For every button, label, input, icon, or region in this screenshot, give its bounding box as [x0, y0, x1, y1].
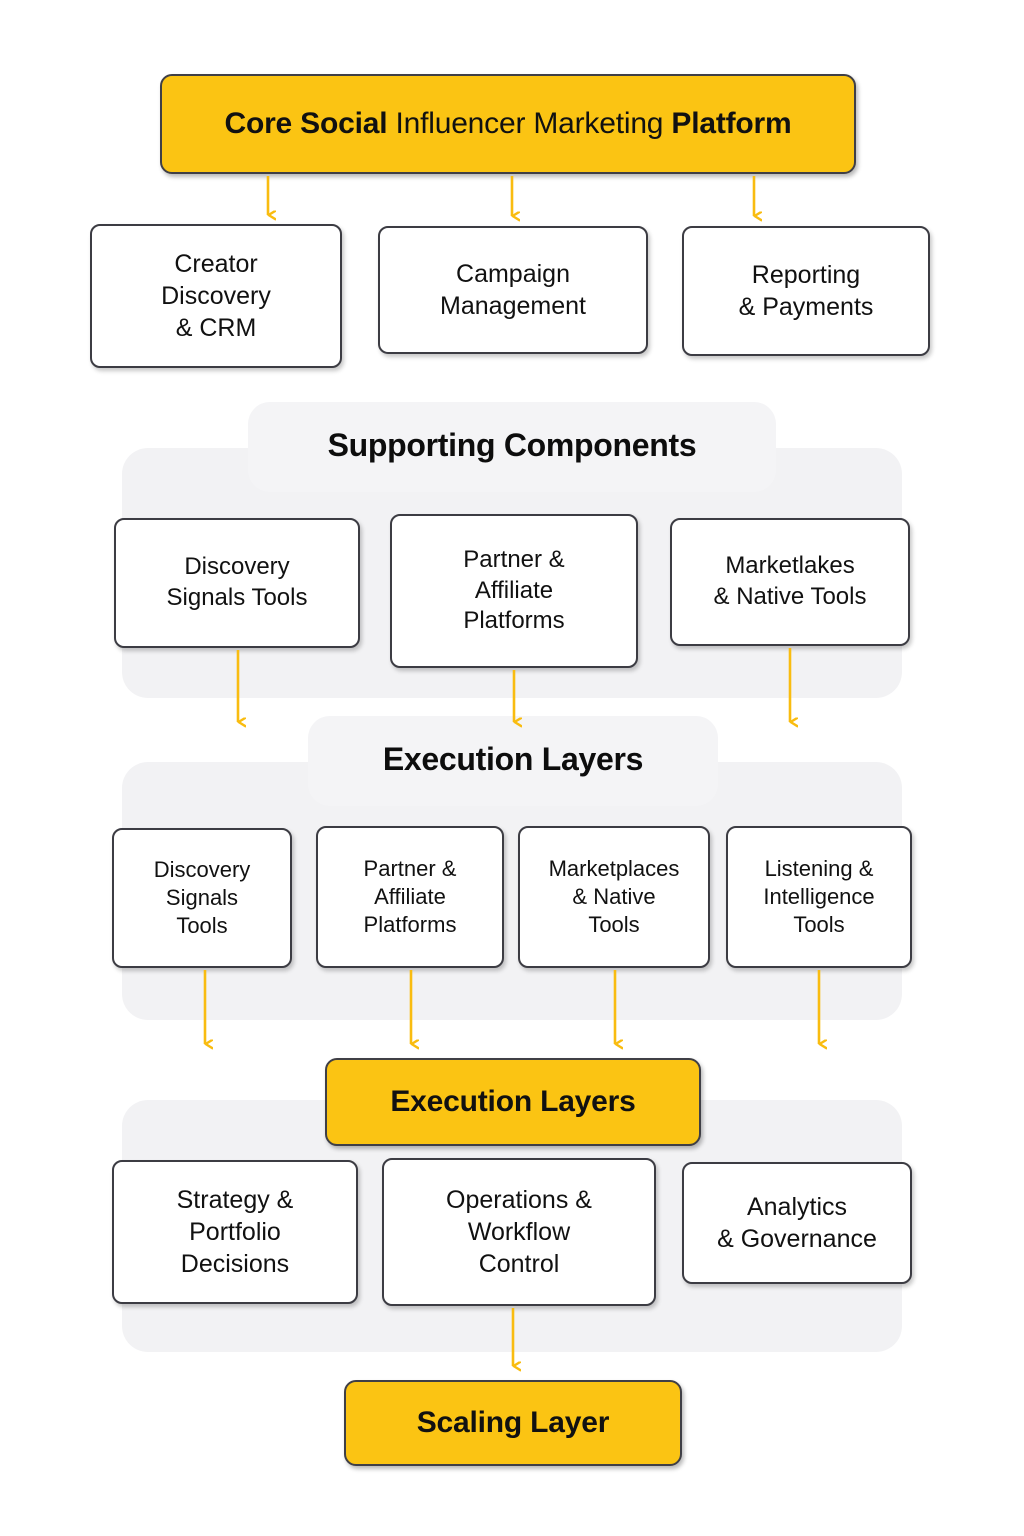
node-partner-affiliate-platforms-supporting[interactable]: Partner & Affiliate Platforms — [390, 514, 638, 668]
node-line-3: Tools — [793, 912, 845, 938]
execution-layers-banner-label: Execution Layers — [390, 1084, 636, 1118]
node-line-2: Affiliate — [474, 576, 554, 604]
execution-layers-title-label: Execution Layers — [382, 740, 644, 777]
node-strategy-portfolio-decisions[interactable]: Strategy & Portfolio Decisions — [112, 1160, 358, 1304]
node-marketplaces-native-tools[interactable]: Marketplaces & Native Tools — [518, 826, 710, 968]
node-line-1: Marketplaces — [548, 855, 680, 881]
supporting-section-header-panel — [248, 402, 776, 492]
supporting-components-title: Supporting Components — [248, 415, 776, 475]
node-line-3: Platforms — [363, 912, 457, 938]
node-line-1: Discovery — [153, 856, 251, 882]
node-line-3: Control — [478, 1250, 560, 1278]
node-line-1: Creator — [174, 250, 258, 278]
node-line-1: Listening & — [764, 855, 874, 881]
execution-layers-banner[interactable]: Execution Layers — [325, 1058, 701, 1146]
node-line-2: Intelligence — [763, 883, 875, 909]
node-reporting-payments[interactable]: Reporting & Payments — [682, 226, 930, 356]
execution-layers-title: Execution Layers — [308, 730, 718, 788]
node-discovery-signals-tools-supporting[interactable]: Discovery Signals Tools — [114, 518, 360, 648]
core-platform-banner-label: Core Social Influencer Marketing Platfor… — [224, 107, 791, 142]
node-line-3: Tools — [588, 912, 640, 938]
node-partner-affiliate-platforms-execution[interactable]: Partner & Affiliate Platforms — [316, 826, 504, 968]
execution-section-header-panel — [308, 716, 718, 806]
node-line-2: & Native Tools — [713, 583, 867, 610]
node-line-2: Affiliate — [374, 883, 446, 909]
node-line-2: & Native — [572, 883, 656, 909]
node-line-1: Discovery — [184, 553, 290, 581]
scaling-layer-banner-label: Scaling Layer — [416, 1405, 610, 1439]
node-line-2: Discovery — [161, 282, 271, 310]
node-line-1: Marketlakes — [725, 552, 855, 580]
title-segment-1: Influencer Marketing — [395, 106, 672, 140]
node-line-1: Campaign — [456, 260, 570, 288]
core-platform-banner[interactable]: Core Social Influencer Marketing Platfor… — [160, 74, 856, 174]
scaling-layer-banner[interactable]: Scaling Layer — [344, 1380, 682, 1466]
node-line-2: Signals — [165, 884, 239, 910]
node-line-2: Workflow — [467, 1218, 571, 1246]
node-line-3: & CRM — [175, 314, 257, 342]
node-line-1: Strategy & — [176, 1186, 294, 1214]
node-line-1: Partner & — [463, 545, 565, 573]
node-line-1: Partner & — [363, 855, 457, 881]
node-creator-discovery-crm[interactable]: Creator Discovery & CRM — [90, 224, 342, 368]
node-line-3: Decisions — [180, 1250, 290, 1278]
node-line-1: Reporting — [751, 261, 861, 289]
node-discovery-signals-tools-execution[interactable]: Discovery Signals Tools — [112, 828, 292, 968]
title-segment-2: Platform — [671, 106, 792, 140]
node-line-2: & Governance — [717, 1225, 877, 1253]
node-line-1: Operations & — [446, 1186, 592, 1214]
node-line-3: Tools — [176, 913, 228, 939]
node-line-1: Analytics — [746, 1193, 848, 1221]
node-analytics-governance[interactable]: Analytics & Governance — [682, 1162, 912, 1284]
node-line-2: Portfolio — [189, 1218, 281, 1246]
node-line-2: & Payments — [738, 293, 874, 321]
title-segment-0: Core Social — [224, 106, 396, 140]
node-listening-intelligence-tools[interactable]: Listening & Intelligence Tools — [726, 826, 912, 968]
node-line-2: Management — [440, 292, 586, 320]
node-line-2: Signals Tools — [166, 584, 308, 611]
node-line-3: Platforms — [463, 607, 565, 635]
supporting-components-title-label: Supporting Components — [327, 426, 697, 463]
node-marketlakes-native-tools[interactable]: Marketlakes & Native Tools — [670, 518, 910, 646]
node-operations-workflow-control[interactable]: Operations & Workflow Control — [382, 1158, 656, 1306]
node-campaign-management[interactable]: Campaign Management — [378, 226, 648, 354]
